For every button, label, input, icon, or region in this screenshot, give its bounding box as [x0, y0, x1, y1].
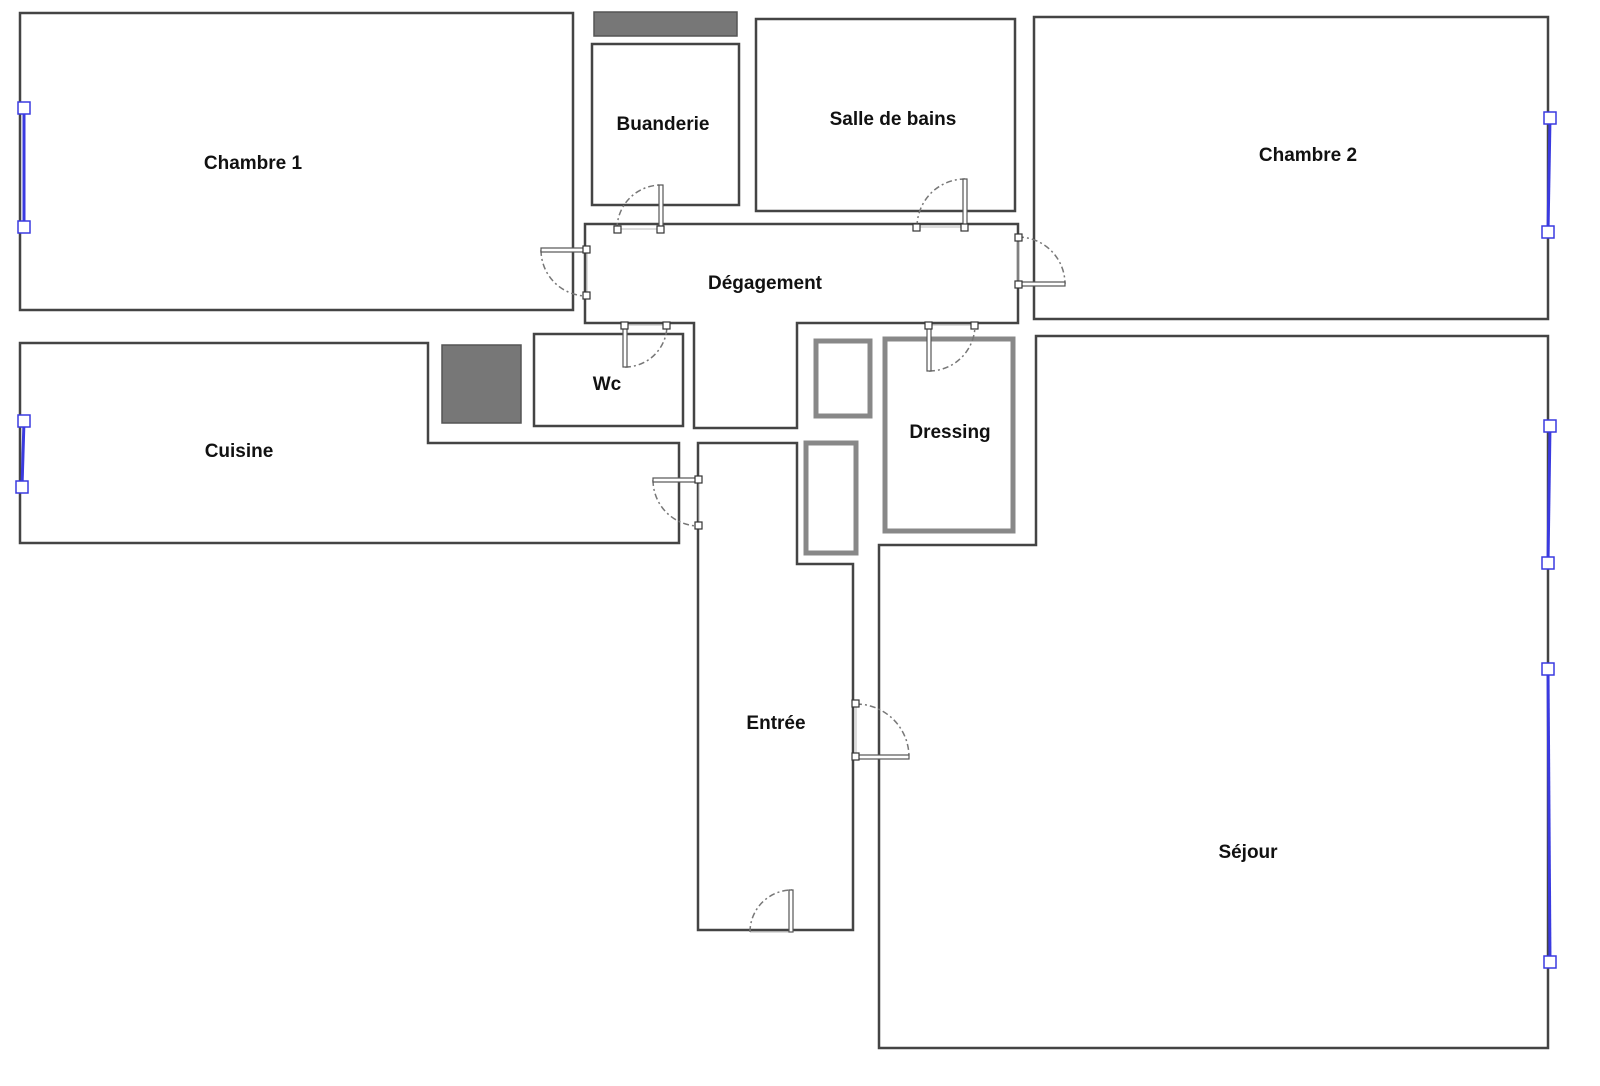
door-buanderie[interactable]: [613, 184, 665, 234]
room-cuisine[interactable]: [18, 341, 681, 545]
fixture-square: [441, 344, 522, 424]
room-sejour[interactable]: [877, 334, 1550, 1050]
window-sejour-2[interactable]: [1541, 662, 1557, 969]
label-degagement: Dégagement: [708, 273, 823, 294]
closet-tall[interactable]: [803, 440, 859, 556]
fixture-bar: [593, 11, 738, 37]
label-cuisine: Cuisine: [205, 441, 274, 462]
room-entree[interactable]: [696, 441, 855, 932]
door-entree[interactable]: [749, 889, 794, 933]
window-chambre-1[interactable]: [17, 101, 31, 234]
room-salle-de-bains[interactable]: [754, 17, 1017, 213]
room-degagement[interactable]: [583, 222, 1020, 430]
label-chambre-1: Chambre 1: [204, 153, 303, 174]
closet-small[interactable]: [813, 338, 873, 419]
room-dressing[interactable]: [882, 336, 1016, 534]
label-sejour: Séjour: [1218, 842, 1278, 863]
door-salle-de-bains[interactable]: [912, 178, 969, 232]
window-chambre-2[interactable]: [1541, 111, 1557, 239]
label-chambre-2: Chambre 2: [1259, 145, 1357, 166]
room-chambre-2[interactable]: [1032, 15, 1550, 321]
label-wc: Wc: [593, 374, 622, 395]
door-cuisine[interactable]: [652, 475, 703, 530]
door-dressing[interactable]: [924, 321, 979, 372]
label-salle-de-bains: Salle de bains: [830, 109, 957, 130]
door-chambre-1[interactable]: [540, 245, 591, 300]
label-buanderie: Buanderie: [617, 114, 710, 135]
label-dressing: Dressing: [909, 422, 990, 443]
window-cuisine[interactable]: [15, 414, 31, 494]
window-sejour-1[interactable]: [1541, 419, 1557, 570]
room-buanderie[interactable]: [590, 42, 741, 207]
door-chambre-2[interactable]: [1014, 233, 1066, 289]
room-wc[interactable]: [532, 332, 685, 428]
door-sejour[interactable]: [851, 699, 910, 761]
label-entree: Entrée: [746, 713, 805, 734]
door-wc[interactable]: [620, 321, 671, 368]
room-chambre-1[interactable]: [18, 11, 575, 312]
